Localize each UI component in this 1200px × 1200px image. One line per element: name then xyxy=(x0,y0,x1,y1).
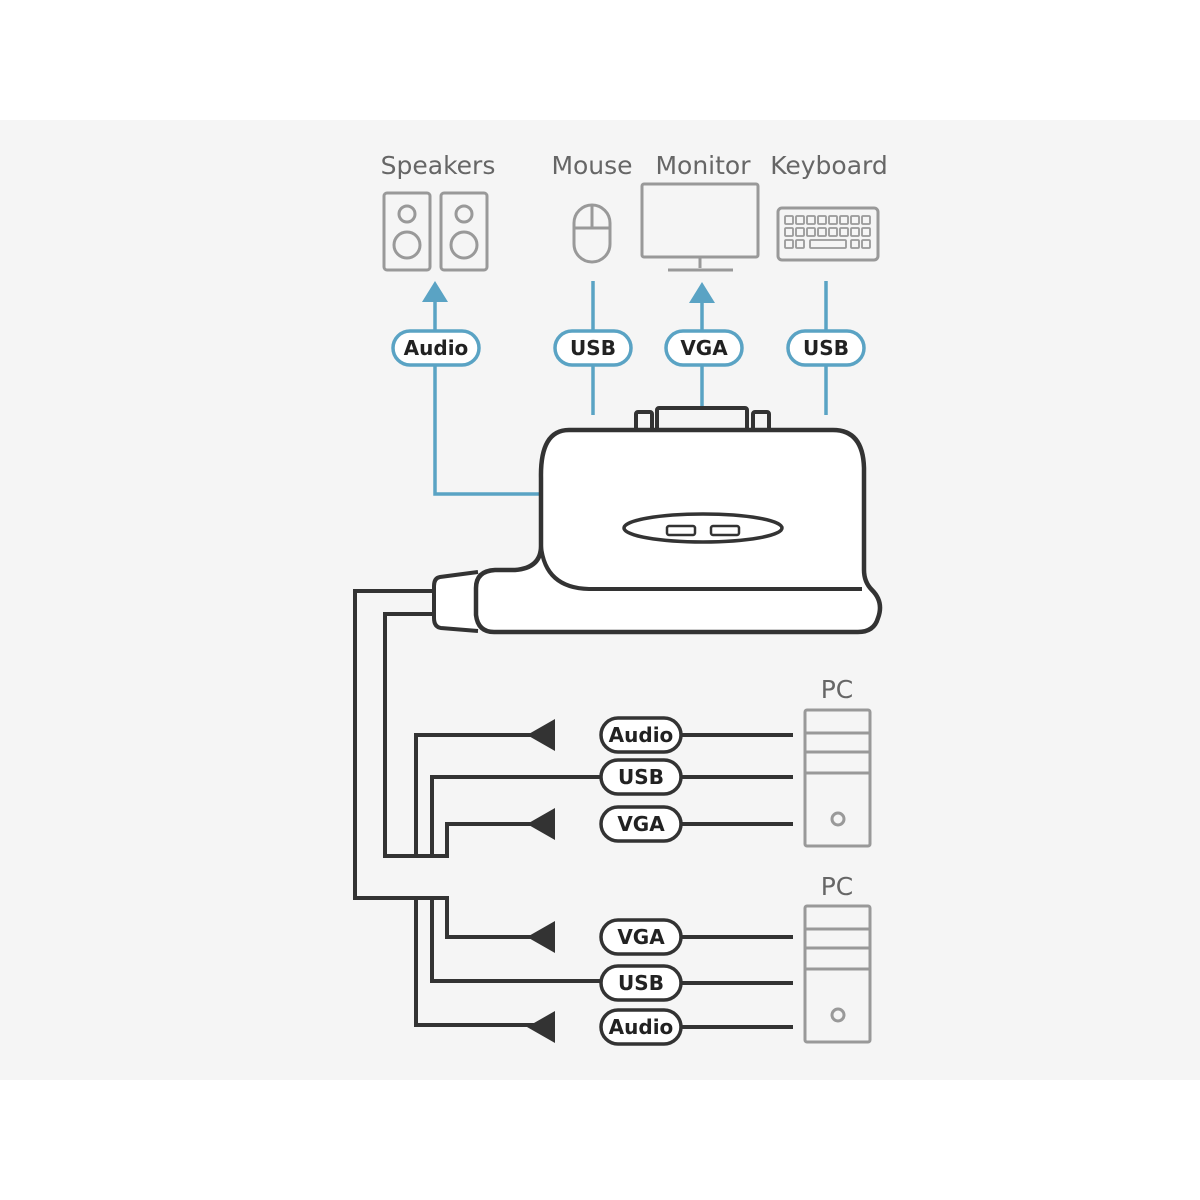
pc-top-label: PC xyxy=(821,675,854,704)
pc-cable-arrow xyxy=(527,921,555,953)
pc-bottom-icon xyxy=(803,904,872,1044)
pc-top-icon xyxy=(803,708,872,848)
pc-cable-label: USB xyxy=(618,765,664,789)
switch-button-panel xyxy=(622,512,784,544)
pc-cable-label: VGA xyxy=(617,812,665,836)
speakers-arrow xyxy=(422,281,448,302)
port-select-button-1 xyxy=(665,524,697,537)
keyboard-usb-pill: USB xyxy=(786,329,866,367)
pc-cable-arrow xyxy=(527,808,555,840)
speakers-audio-pill: Audio xyxy=(391,329,481,367)
pc-cable-pill: Audio xyxy=(599,716,683,754)
monitor-arrow xyxy=(689,282,715,303)
pc-cable-label: USB xyxy=(618,971,664,995)
pc-cable-label: Audio xyxy=(609,723,674,747)
speakers-label: Speakers xyxy=(381,151,496,180)
keyboard-label: Keyboard xyxy=(770,151,888,180)
pc-cable-arrow xyxy=(527,719,555,751)
svg-text:Audio: Audio xyxy=(404,336,469,360)
svg-text:VGA: VGA xyxy=(680,336,728,360)
pc-cable-pill: VGA xyxy=(599,918,683,956)
pc-cable-pill: USB xyxy=(599,964,683,1002)
pc-cable-pill: Audio xyxy=(599,1008,683,1046)
monitor-vga-pill: VGA xyxy=(664,329,744,367)
pc-cable-label: Audio xyxy=(609,1015,674,1039)
pc-cable-pill: VGA xyxy=(599,805,683,843)
svg-text:USB: USB xyxy=(803,336,849,360)
switch-cable-bundle xyxy=(353,589,600,1027)
port-select-button-2 xyxy=(709,524,741,537)
pc-cable-label: VGA xyxy=(617,925,665,949)
pc-cable-arrow xyxy=(527,1011,555,1043)
mouse-icon xyxy=(572,203,612,264)
kvm-switch xyxy=(432,406,883,635)
pc-cable-pill: USB xyxy=(599,758,683,796)
switch-cable-connector xyxy=(432,570,479,633)
monitor-label: Monitor xyxy=(655,151,751,180)
pc-bottom-label: PC xyxy=(821,872,854,901)
svg-text:USB: USB xyxy=(570,336,616,360)
speakers-icon xyxy=(382,191,489,272)
mouse-label: Mouse xyxy=(551,151,632,180)
mouse-usb-pill: USB xyxy=(553,329,633,367)
keyboard-icon xyxy=(776,206,880,262)
monitor-icon xyxy=(640,182,760,272)
